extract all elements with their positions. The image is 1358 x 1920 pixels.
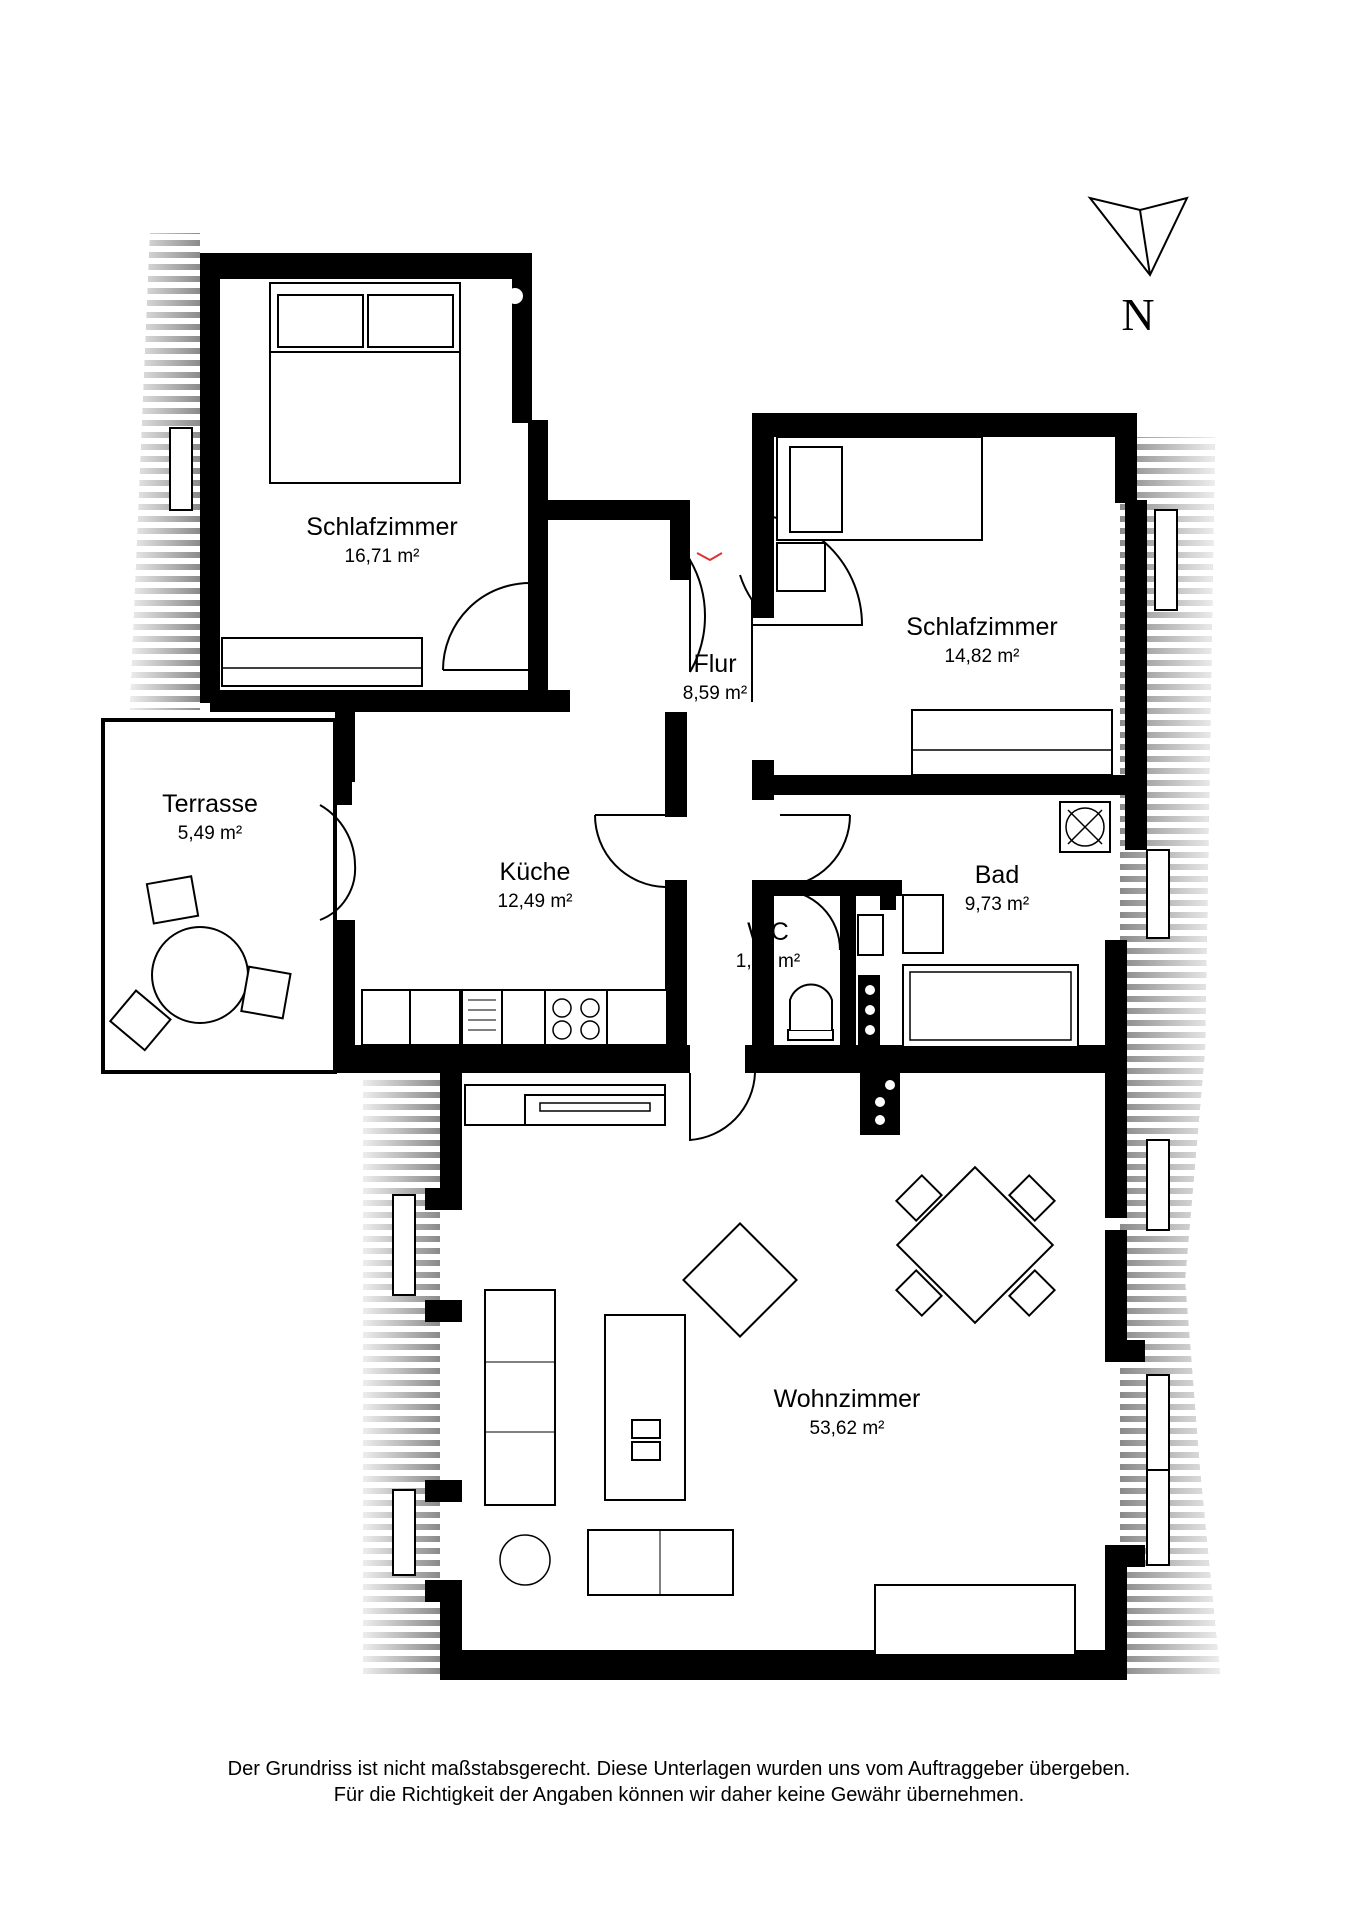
room-label-kueche: Küche (500, 858, 571, 886)
bath-sink (902, 894, 944, 954)
room-area-terrasse: 5,49 m² (178, 823, 242, 844)
room-label-bad: Bad (975, 861, 1019, 889)
room-area-bad: 9,73 m² (965, 894, 1029, 915)
kitchen-counter (361, 989, 668, 1046)
single-bed (776, 436, 983, 541)
bathtub (902, 964, 1079, 1048)
wc-sink (857, 914, 884, 956)
room-area-kueche: 12,49 m² (498, 891, 573, 912)
living-furniture (464, 1084, 1076, 1656)
windows (169, 427, 1178, 1576)
north-label: N (1121, 289, 1154, 340)
double-bed (269, 282, 461, 484)
wardrobe (221, 637, 423, 687)
disclaimer: Der Grundriss ist nicht maßstabsgerecht.… (0, 1756, 1358, 1808)
chimney-vents (865, 985, 895, 1125)
room-area-flur: 8,59 m² (683, 683, 747, 704)
room-label-wohnzimmer: Wohnzimmer (774, 1385, 921, 1413)
room-label-terrasse: Terrasse (162, 790, 258, 818)
north-arrow-icon (1087, 196, 1189, 277)
room-labels: Schlafzimmer 16,71 m² Schlafzimmer 14,82… (162, 513, 1058, 1439)
room-area-schlafzimmer-2: 14,82 m² (945, 646, 1020, 667)
room-label-schlafzimmer-2: Schlafzimmer (906, 613, 1057, 641)
disclaimer-line-2: Für die Richtigkeit der Angaben können w… (333, 1784, 1025, 1806)
entrance-marker (696, 552, 723, 562)
terrace-furniture (108, 875, 292, 1052)
walls (200, 253, 1147, 1680)
pillar-icon (507, 288, 523, 304)
room-label-schlafzimmer-1: Schlafzimmer (306, 513, 457, 541)
nightstand (776, 542, 826, 592)
room-area-schlafzimmer-1: 16,71 m² (345, 546, 420, 567)
wardrobe-2 (911, 709, 1113, 776)
room-label-wc: WC (747, 918, 789, 946)
disclaimer-line-1: Der Grundriss ist nicht maßstabsgerecht.… (227, 1758, 1131, 1780)
toilet (787, 983, 834, 1041)
room-area-wohnzimmer: 53,62 m² (810, 1418, 885, 1439)
room-label-flur: Flur (693, 650, 736, 678)
ventilation-icon (1059, 801, 1111, 853)
room-area-wc: 1,63 m² (736, 951, 800, 972)
